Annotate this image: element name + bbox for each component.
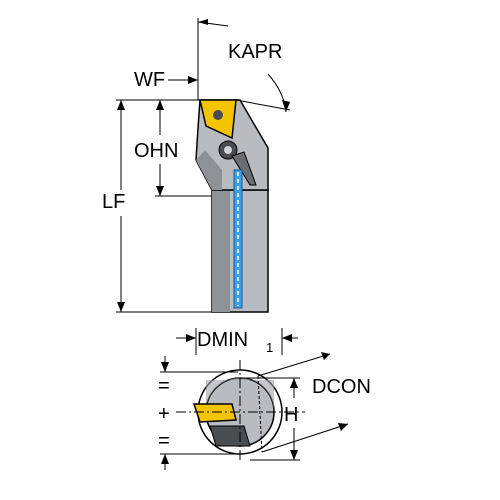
holder-head-shade xyxy=(196,150,222,190)
dcon-label: DCON xyxy=(312,376,371,398)
end-view-clamp xyxy=(209,425,251,447)
ohn-label: OHN xyxy=(134,140,178,162)
insert-hole xyxy=(213,110,223,120)
end-view-insert xyxy=(192,403,237,423)
tool-holder-side-view xyxy=(195,99,269,313)
kapr-label: KAPR xyxy=(228,41,282,63)
symbol-equal-bottom: = xyxy=(158,430,170,452)
dim-h: H xyxy=(240,377,300,461)
dim-wf: WF xyxy=(134,69,198,91)
end-view-flat xyxy=(206,378,274,412)
dmin-subscript: 1 xyxy=(266,340,273,355)
clamp-lever xyxy=(231,151,257,186)
dim-dmin: DMIN 1 xyxy=(176,328,298,355)
symbol-plus: + xyxy=(158,403,170,425)
wf-label: WF xyxy=(134,69,165,91)
dmin-label: DMIN xyxy=(197,329,248,351)
lf-label: LF xyxy=(102,191,125,213)
end-view-symbols: = + = xyxy=(158,356,238,470)
holder-shank-shade xyxy=(212,190,230,312)
dim-dcon: DCON xyxy=(257,352,371,453)
tool-holder-end-view xyxy=(176,360,305,460)
clamp-screw-center xyxy=(224,146,232,154)
dim-lf: LF xyxy=(102,100,212,313)
h-label: H xyxy=(284,404,298,426)
dim-kapr: KAPR xyxy=(197,18,291,113)
symbol-equal-top: = xyxy=(158,375,170,397)
dim-ohn: OHN xyxy=(116,99,212,197)
